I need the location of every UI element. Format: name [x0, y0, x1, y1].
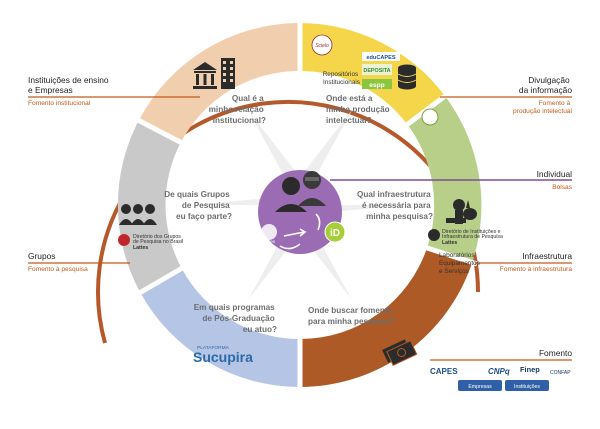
educapes-logo-text: eduCAPES [366, 55, 395, 61]
center-lattes-icon [261, 224, 277, 240]
finep-logo: Finep [520, 365, 540, 374]
educapes-logo [362, 52, 400, 61]
confap-logo: CONFAP [550, 370, 571, 376]
grupos-lattes-icon [118, 234, 130, 246]
sub-instituicoes: Fomento institucional [28, 100, 91, 107]
instituicoes-button[interactable] [505, 380, 549, 391]
sucupira-logo: Sucupira [193, 349, 253, 365]
swap-arrows-icon [279, 213, 321, 250]
label-individual: Individual [537, 169, 573, 179]
sub-divulgacao: Fomento à produção intelectual [513, 100, 573, 115]
segment-instituicoes[interactable] [139, 22, 300, 143]
repositorio-seal-icon [421, 108, 439, 126]
infra-lattes-label: Diretório de Instituições e Infraestrutu… [442, 229, 504, 246]
espp-logo [362, 79, 392, 89]
espp-logo-text: espp [369, 82, 384, 89]
question-posgraduacao: Em quais programas de Pós-Graduação eu a… [194, 303, 277, 334]
empresas-button[interactable] [458, 380, 502, 391]
research-group-icon [119, 204, 157, 225]
segment-fomento[interactable] [300, 248, 472, 387]
label-instituicoes: Instituições de ensino e Empresas [28, 75, 111, 95]
deposita-logo [362, 64, 392, 75]
sub-individual: Bolsas [552, 184, 572, 191]
orcid-label: iD [330, 228, 340, 239]
sub-infraestrutura: Fomento à infraestrutura [500, 266, 573, 273]
deposita-logo-text: DEPOSITA [363, 68, 390, 74]
question-grupos: De quais Grupos de Pesquisa eu faço part… [164, 190, 232, 221]
scielo-logo-text: Scielo [315, 43, 329, 49]
question-instituicoes: Qual é a minha relação institucional? [209, 94, 266, 125]
center-lattes-label: Lattes [263, 239, 276, 244]
capes-logo: CAPES [430, 367, 458, 376]
infra-caption: Laboratórios Equipamentos e Serviços [439, 252, 482, 275]
scielo-logo [311, 34, 333, 56]
office-building-icon [221, 58, 235, 89]
label-divulgacao: Divulgação da informação [519, 75, 572, 95]
cnpq-logo: CNPq [488, 367, 510, 376]
question-divulgacao: Onde está a minha produção intelectual? [326, 94, 392, 125]
label-fomento: Fomento [539, 348, 572, 358]
people-icon [275, 171, 326, 212]
empresas-button-label: Empresas [468, 384, 492, 390]
question-infraestrutura: Qual infraestrutura é necessária para mi… [357, 190, 433, 221]
database-icon [397, 64, 417, 90]
lab-equipment-icon [446, 199, 477, 224]
segment-separators [132, 18, 478, 392]
sub-grupos: Fomento à pesquisa [28, 266, 88, 273]
label-grupos: Grupos [28, 251, 55, 261]
grupos-lattes-label: Diretório dos Grupos de Pesquisa no Bras… [133, 234, 185, 251]
infra-lattes-icon [428, 229, 440, 241]
question-fomento: Onde buscar fomento para minha pesquisa? [308, 306, 395, 326]
segment-posgraduacao[interactable] [140, 269, 300, 388]
label-infraestrutura: Infraestrutura [522, 251, 572, 261]
instituicoes-button-label: Instituições [514, 384, 540, 390]
institution-building-icon [193, 62, 217, 89]
orcid-icon [324, 221, 346, 243]
sucupira-small-label: PLATAFORMA [197, 345, 230, 351]
repositorios-label: Repositórios Institucionais [323, 71, 360, 86]
money-icon [380, 338, 418, 366]
